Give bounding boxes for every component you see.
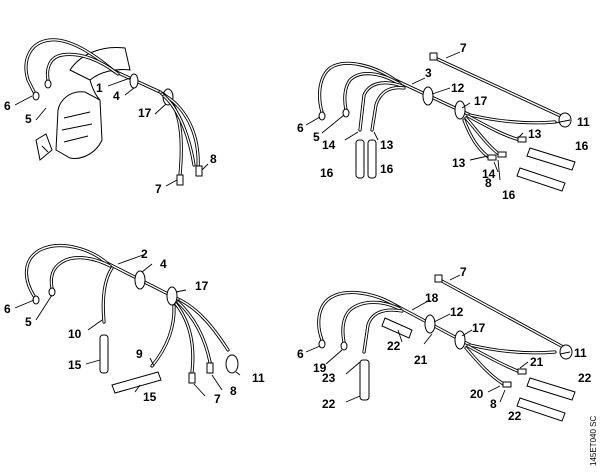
- ring-11: [558, 112, 572, 128]
- label-bl-9: 9: [136, 347, 143, 361]
- sleeve-16d: [516, 167, 566, 192]
- label-tr-7: 7: [460, 41, 467, 55]
- label-tr-16d: 16: [502, 188, 516, 202]
- label-tr-13a: 13: [380, 138, 394, 152]
- label-br-12: 12: [450, 305, 464, 319]
- label-tr-14a: 14: [322, 138, 336, 152]
- label-bl-5: 5: [25, 315, 32, 329]
- label-tr-12: 12: [451, 81, 465, 95]
- label-br-22c: 22: [578, 371, 592, 385]
- label-bl-15b: 15: [143, 390, 157, 404]
- grommet-17c: [166, 286, 178, 306]
- assembly-bottom-right: 7 18 12 17 22 21 21 11 6 19 23 22 20 8 2…: [297, 265, 592, 423]
- grommet-12: [422, 86, 434, 106]
- sleeve-16c: [526, 147, 576, 171]
- ring-11b: [225, 354, 239, 374]
- ring-11c: [559, 344, 573, 360]
- label-tr-16b: 16: [380, 162, 394, 176]
- label-tr-16a: 16: [320, 166, 334, 180]
- label-tl-6: 6: [4, 99, 11, 113]
- label-tr-3: 3: [425, 66, 432, 80]
- label-br-18: 18: [425, 291, 439, 305]
- sleeve-15b: [111, 371, 162, 394]
- label-tr-16c: 16: [575, 139, 589, 153]
- sleeve-22d: [516, 397, 566, 422]
- sleeve-16b: [367, 139, 377, 179]
- grommet-12b: [424, 314, 436, 334]
- label-tl-1: 1: [96, 81, 103, 95]
- label-br-6: 6: [297, 347, 304, 361]
- connector-7: [176, 174, 184, 186]
- label-br-11: 11: [574, 346, 587, 360]
- sleeve-22b: [359, 359, 370, 401]
- label-br-22b: 22: [322, 397, 336, 411]
- label-br-8: 8: [490, 397, 497, 411]
- label-tr-13b: 13: [528, 127, 542, 141]
- label-tr-13c: 13: [452, 156, 466, 170]
- label-tl-4: 4: [113, 89, 120, 103]
- drawing-code: 145ET040 SC: [589, 416, 598, 466]
- label-bl-2: 2: [141, 247, 148, 261]
- label-br-23: 23: [322, 371, 336, 385]
- label-bl-8: 8: [230, 384, 237, 398]
- label-bl-17: 17: [195, 279, 209, 293]
- label-br-7: 7: [460, 265, 467, 279]
- grommet-4b: [134, 270, 146, 290]
- label-bl-6: 6: [4, 302, 11, 316]
- label-br-22a: 22: [387, 339, 401, 353]
- label-tr-14b: 14: [482, 167, 496, 181]
- label-tr-11: 11: [577, 115, 590, 129]
- grommet-17b: [454, 100, 466, 120]
- label-tr-17: 17: [474, 94, 488, 108]
- label-tl-7: 7: [155, 182, 162, 196]
- connector-8: [195, 165, 203, 177]
- label-br-20: 20: [470, 387, 484, 401]
- label-tr-8: 8: [485, 176, 492, 190]
- label-tr-5: 5: [313, 130, 320, 144]
- label-bl-11: 11: [252, 371, 265, 385]
- sleeve-15a: [99, 334, 109, 374]
- label-tl-5: 5: [25, 112, 32, 126]
- assembly-top-right: 7 3 12 17 6 5 14 13 13 11 16 16 16 16 13…: [297, 41, 590, 202]
- label-bl-4: 4: [160, 257, 167, 271]
- label-tl-8: 8: [210, 152, 217, 166]
- label-br-17: 17: [472, 321, 486, 335]
- label-br-19: 19: [313, 361, 327, 375]
- label-br-22d: 22: [508, 409, 522, 423]
- assembly-top-left: 6 5 1 4 17 8 7: [4, 38, 217, 196]
- grommet-17d: [454, 330, 466, 350]
- assembly-bottom-left: 2 4 17 6 5 10 9 15 15 11 8 7: [4, 244, 265, 406]
- label-bl-10: 10: [68, 327, 82, 341]
- label-bl-7: 7: [214, 392, 221, 406]
- label-br-21a: 21: [414, 353, 428, 367]
- label-tl-17: 17: [138, 106, 152, 120]
- label-bl-15a: 15: [68, 358, 82, 372]
- switch-housing: [35, 46, 131, 161]
- sleeve-16a: [355, 139, 365, 179]
- sleeve-22c: [526, 377, 576, 401]
- grommet-4: [129, 73, 139, 89]
- label-tr-6: 6: [297, 121, 304, 135]
- label-br-21b: 21: [530, 355, 544, 369]
- sleeve-22a: [381, 317, 413, 339]
